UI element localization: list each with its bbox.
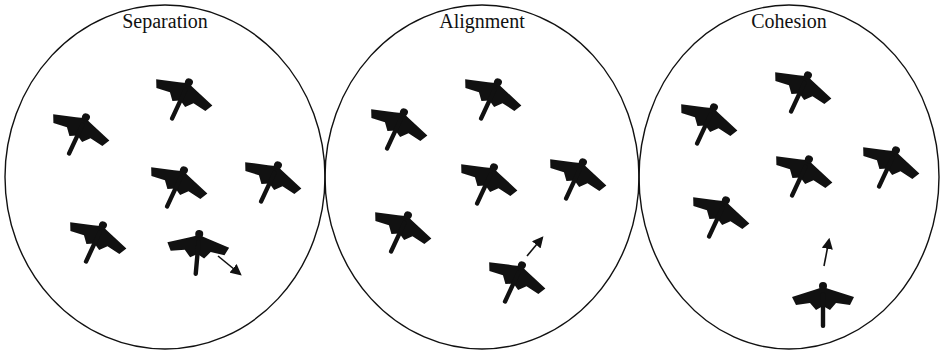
rule-circle: Separation (4, 4, 326, 350)
direction-arrow (527, 238, 542, 256)
rule-title: Cohesion (638, 10, 940, 33)
moth (668, 59, 926, 328)
rule-circle: Alignment (324, 4, 640, 350)
direction-arrow (824, 240, 829, 266)
rule-title: Alignment (324, 10, 640, 33)
rule-circle: Cohesion (638, 4, 940, 350)
rule-title: Separation (4, 10, 326, 33)
moth (40, 66, 308, 279)
circle-outline (638, 4, 940, 350)
moth (358, 66, 613, 317)
direction-arrow (218, 256, 240, 274)
circle-outline (324, 4, 640, 350)
circle-outline (4, 4, 326, 350)
